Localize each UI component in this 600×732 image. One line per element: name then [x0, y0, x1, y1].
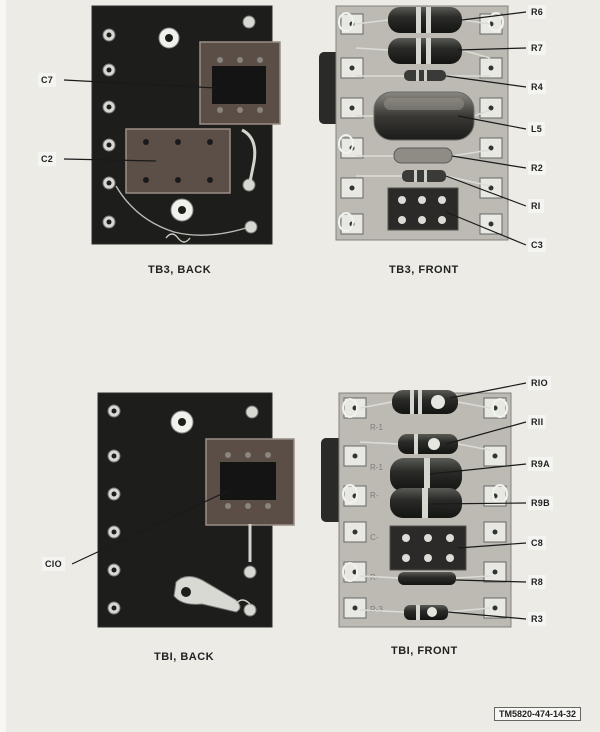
callout-r11: RII: [528, 415, 547, 429]
svg-text:R-1: R-1: [370, 423, 383, 432]
caption-tb1-back: TBI, BACK: [154, 651, 215, 663]
callout-c3: C3: [528, 238, 547, 252]
tb3-back-board: [91, 5, 281, 245]
figure-number: TM5820-474-14-32: [494, 707, 582, 721]
callout-r8: R8: [528, 575, 547, 589]
svg-text:R-1: R-1: [370, 463, 383, 472]
tb1-back-board: [97, 392, 295, 628]
callout-r3: R3: [528, 612, 547, 626]
tb3-front-board: [319, 5, 509, 241]
callout-c7: C7: [38, 73, 57, 87]
callout-r10: RIO: [528, 376, 551, 390]
callout-r2: R2: [528, 161, 547, 175]
callout-r9b: R9B: [528, 496, 553, 510]
terminal-board-photographs: R-1R-1R- C-R-R-3: [63, 5, 527, 628]
svg-text:C-: C-: [370, 533, 379, 542]
callout-r4: R4: [528, 80, 547, 94]
callout-leader-lines: [63, 11, 527, 620]
caption-tb3-front: TB3, FRONT: [389, 264, 459, 276]
caption-tb1-front: TBI, FRONT: [391, 645, 458, 657]
callout-c8: C8: [528, 536, 547, 550]
tb1-front-board: R-1R-1R- C-R-R-3: [321, 390, 512, 628]
caption-tb3-back: TB3, BACK: [148, 264, 212, 276]
callout-r6: R6: [528, 5, 547, 19]
svg-text:R-3: R-3: [370, 605, 383, 614]
callout-c10: CIO: [42, 557, 65, 571]
callout-r1: RI: [528, 199, 544, 213]
callout-r9a: R9A: [528, 457, 553, 471]
callout-r7: R7: [528, 41, 547, 55]
callout-l5: L5: [528, 122, 546, 136]
svg-text:R-: R-: [370, 491, 379, 500]
callout-c2: C2: [38, 152, 57, 166]
